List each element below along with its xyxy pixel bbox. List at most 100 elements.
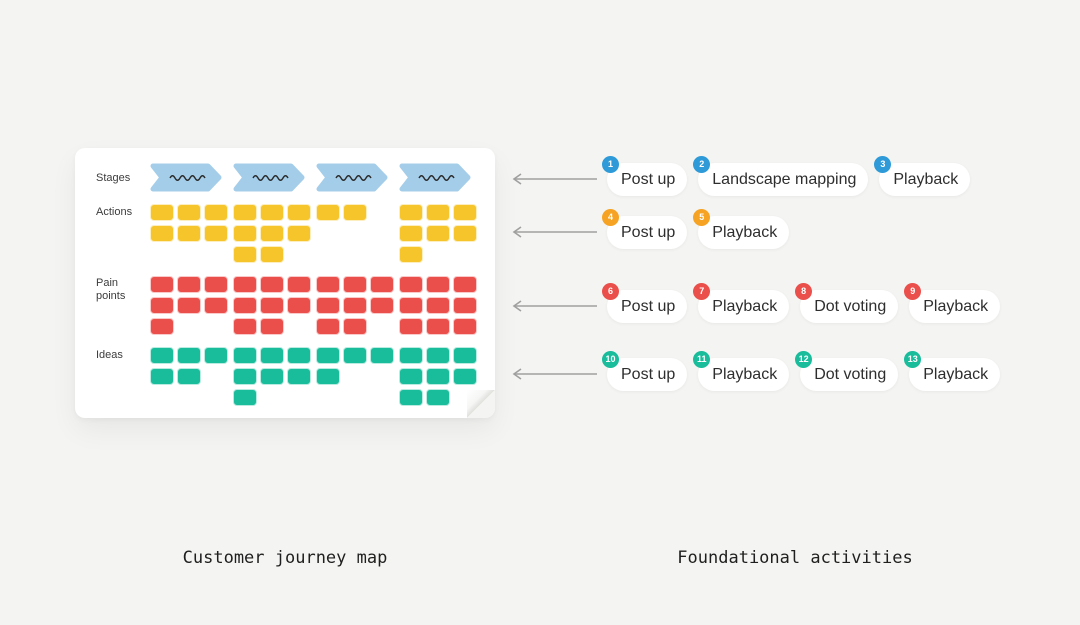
note-group xyxy=(150,204,228,246)
sticky-note xyxy=(177,297,201,314)
sticky-note xyxy=(426,389,450,406)
note-line xyxy=(233,204,311,221)
note-line xyxy=(399,225,477,242)
sticky-note xyxy=(453,297,477,314)
note-group xyxy=(399,204,477,267)
activity-label: Dot voting xyxy=(814,298,887,315)
sticky-note xyxy=(399,389,423,406)
sticky-note xyxy=(233,297,257,314)
note-line xyxy=(316,347,394,364)
activity-number-badge: 8 xyxy=(795,283,813,300)
sticky-note xyxy=(316,318,340,335)
sticky-note xyxy=(426,225,450,242)
sticky-note xyxy=(453,225,477,242)
stage-chevron xyxy=(316,163,388,192)
note-group xyxy=(150,347,228,389)
sticky-note xyxy=(177,347,201,364)
note-line xyxy=(233,347,311,364)
sticky-note xyxy=(426,368,450,385)
note-group xyxy=(233,276,311,339)
stage-chevron xyxy=(233,163,305,192)
sticky-note xyxy=(399,297,423,314)
sticky-note xyxy=(287,225,311,242)
sticky-note xyxy=(233,204,257,221)
note-line xyxy=(399,276,477,293)
activity-number-badge: 5 xyxy=(693,209,711,226)
note-group xyxy=(233,347,311,410)
note-group xyxy=(233,204,311,267)
activity-label: Dot voting xyxy=(814,366,887,383)
sticky-note xyxy=(287,297,311,314)
note-line xyxy=(150,368,228,385)
sticky-note xyxy=(316,276,340,293)
activity-label: Playback xyxy=(923,298,989,315)
sticky-note xyxy=(399,246,423,263)
sticky-note xyxy=(287,276,311,293)
activity-label: Playback xyxy=(712,224,778,241)
note-line xyxy=(233,276,311,293)
note-line xyxy=(150,276,228,293)
sticky-note xyxy=(287,368,311,385)
note-line xyxy=(316,276,394,293)
arrow-left-icon xyxy=(512,368,597,380)
sticky-note xyxy=(177,225,201,242)
ideas-label: Ideas xyxy=(96,349,123,361)
note-line xyxy=(399,389,477,406)
note-line xyxy=(233,225,311,242)
activity-number-badge: 12 xyxy=(795,351,813,368)
activity-number-badge: 6 xyxy=(602,283,619,300)
note-line xyxy=(399,368,477,385)
activity-label: Post up xyxy=(621,171,676,188)
note-line xyxy=(233,368,311,385)
sticky-note xyxy=(150,297,174,314)
sticky-note xyxy=(150,368,174,385)
sticky-note xyxy=(204,276,228,293)
activity-number-badge: 2 xyxy=(693,156,711,173)
note-line xyxy=(233,297,311,314)
sticky-note xyxy=(260,297,284,314)
activity-number-badge: 3 xyxy=(874,156,892,173)
note-line xyxy=(150,297,228,314)
sticky-note xyxy=(316,347,340,364)
sticky-note xyxy=(233,225,257,242)
sticky-note xyxy=(426,347,450,364)
note-group xyxy=(316,276,394,339)
sticky-note xyxy=(370,276,394,293)
activity-number-badge: 4 xyxy=(602,209,619,226)
stages-row xyxy=(150,163,473,192)
sticky-note xyxy=(150,204,174,221)
arrow-left-icon xyxy=(512,226,597,238)
activity-number-badge: 13 xyxy=(904,351,922,368)
note-line xyxy=(399,246,477,263)
sticky-note xyxy=(399,276,423,293)
note-line xyxy=(399,318,477,335)
squiggle-line xyxy=(169,175,206,181)
sticky-note xyxy=(260,204,284,221)
stages-label: Stages xyxy=(96,172,131,184)
note-line xyxy=(399,347,477,364)
sticky-note xyxy=(453,204,477,221)
activity-label: Playback xyxy=(923,366,989,383)
note-group xyxy=(316,204,367,225)
note-group xyxy=(150,276,228,339)
sticky-note xyxy=(287,347,311,364)
actions-label: Actions xyxy=(96,206,133,218)
activity-label: Post up xyxy=(621,298,676,315)
sticky-note xyxy=(453,347,477,364)
note-group xyxy=(399,276,477,339)
page-curl xyxy=(467,390,495,418)
activity-label: Post up xyxy=(621,224,676,241)
journey-map-caption: Customer journey map xyxy=(182,548,388,568)
sticky-note xyxy=(287,204,311,221)
note-line xyxy=(316,318,394,335)
sticky-note xyxy=(260,276,284,293)
sticky-note xyxy=(260,318,284,335)
